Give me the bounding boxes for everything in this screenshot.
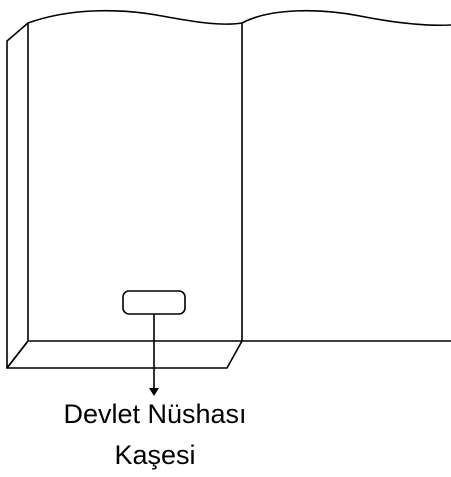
pointer-arrowhead [149, 388, 159, 396]
stamp-box [122, 290, 186, 315]
stamp-caption-line2: Kaşesi [114, 440, 196, 470]
page-block-bottom [6, 340, 243, 369]
right-page [241, 9, 451, 342]
left-page [27, 9, 243, 342]
stamp-caption-line1: Devlet Nüshası [63, 399, 247, 429]
page-block-side [6, 22, 29, 369]
